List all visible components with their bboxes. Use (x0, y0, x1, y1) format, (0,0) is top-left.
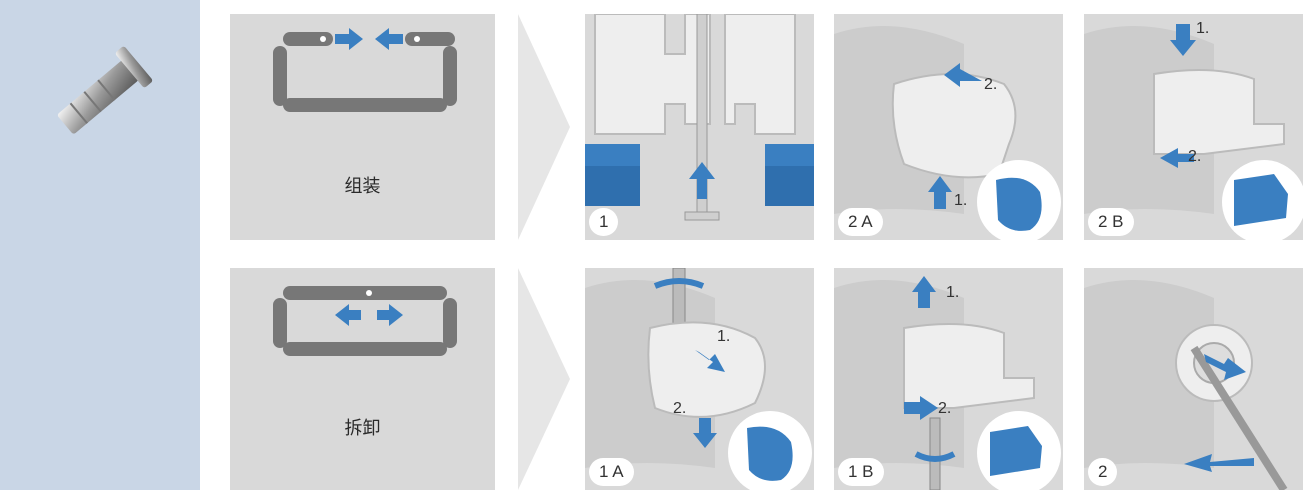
flow-chevron-bottom (518, 268, 570, 490)
step-panel-2a: 1. 2. 2 A (834, 14, 1063, 240)
step-number: 2. (984, 76, 997, 94)
step-number: 2. (673, 400, 686, 418)
remove-pin-illustration (1084, 268, 1303, 490)
step-panel-2: 2 (1084, 268, 1303, 490)
attach-crossbar-flat-illustration (1084, 14, 1303, 240)
step-number: 1. (946, 284, 959, 302)
step-panel-1: 1 (585, 14, 814, 240)
step-badge: 1 B (838, 458, 884, 486)
step-badge: 2 A (838, 208, 883, 236)
step-number: 1. (954, 192, 967, 210)
step-panel-1b: 1. 2. 1 B (834, 268, 1063, 490)
remove-crossbar-screwdriver-illustration (585, 268, 814, 490)
attach-crossbar-illustration (834, 14, 1063, 240)
step-panel-1a: 1. 2. 1 A (585, 268, 814, 490)
step-number: 2. (1188, 148, 1201, 166)
flow-chevron-top (518, 14, 570, 240)
chain-closed-diagram (265, 278, 465, 368)
assemble-label: 组装 (230, 172, 495, 198)
disassemble-label: 拆卸 (230, 414, 495, 440)
crossbar-pin-icon (40, 30, 170, 150)
step-panel-2b: 1. 2. 2 B (1084, 14, 1303, 240)
step-badge: 1 A (589, 458, 634, 486)
step-number: 1. (1196, 20, 1209, 38)
step-number: 2. (938, 400, 951, 418)
sidebar (0, 0, 200, 490)
chain-open-diagram (265, 24, 465, 124)
disassemble-panel[interactable]: 拆卸 (230, 268, 495, 490)
insert-pin-illustration (585, 14, 814, 240)
step-badge: 2 B (1088, 208, 1134, 236)
step-number: 1. (717, 328, 730, 346)
assemble-panel[interactable]: 组装 (230, 14, 495, 240)
